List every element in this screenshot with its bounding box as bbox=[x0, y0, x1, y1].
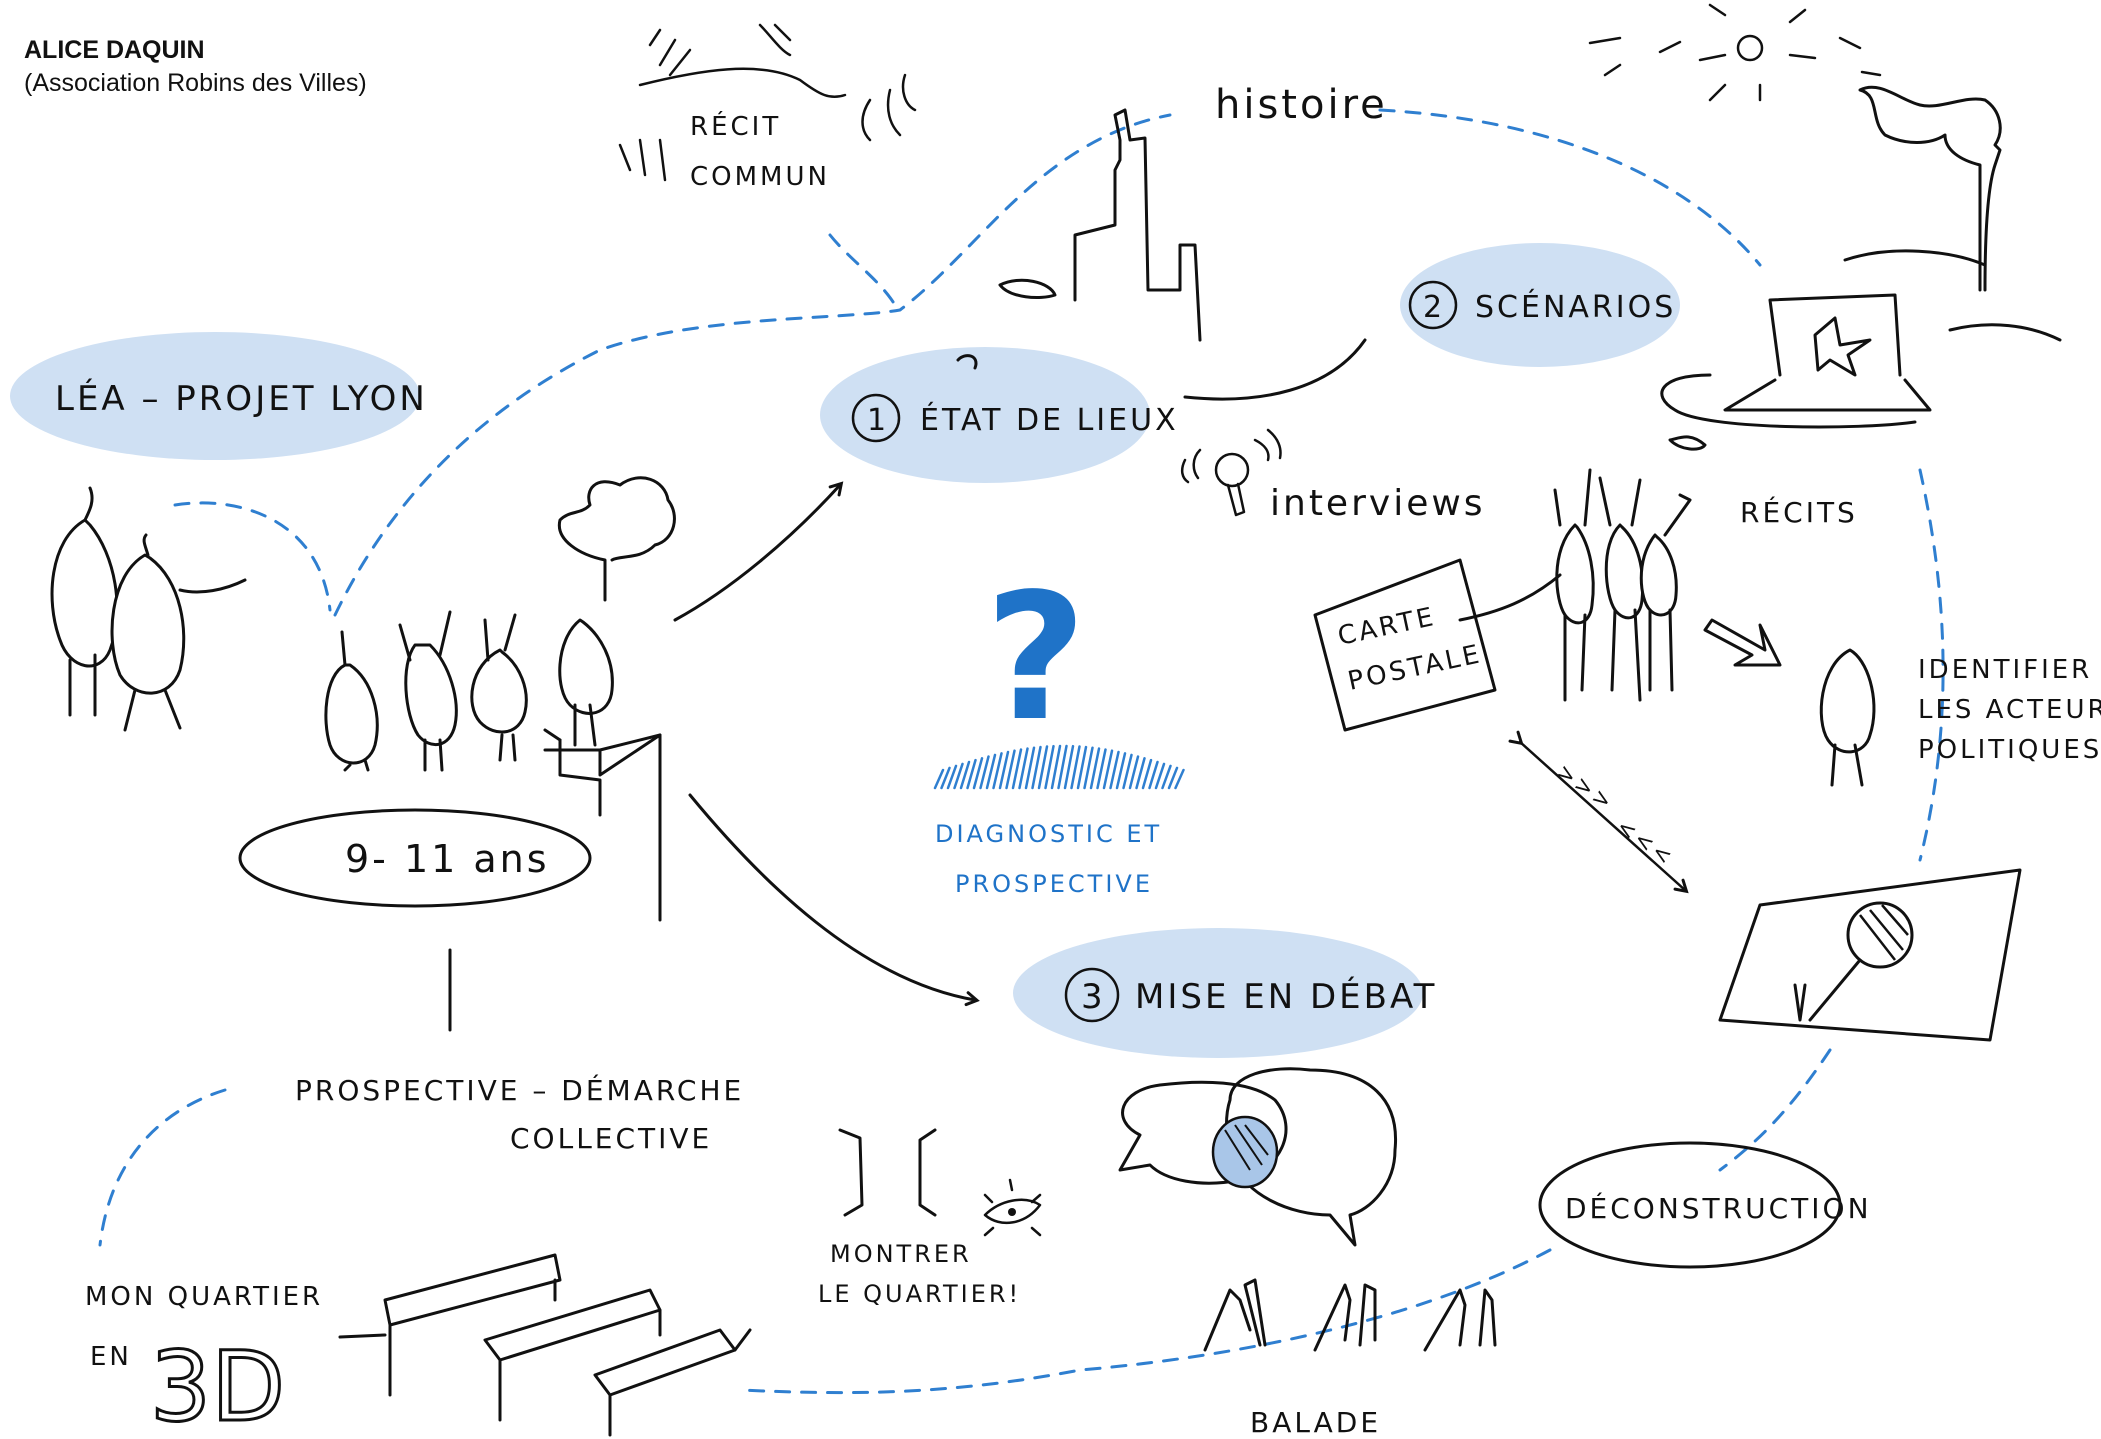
parents-figures-icon bbox=[50, 486, 247, 732]
deconstruction-label: DÉCONSTRUCTION bbox=[1565, 1191, 1872, 1225]
deconstruction-bubble bbox=[1538, 1141, 1842, 1269]
quartier-3d-big: 3D bbox=[150, 1331, 285, 1439]
recit-commun-line-1: RÉCIT bbox=[690, 110, 781, 142]
eye-icon bbox=[983, 1178, 1042, 1237]
recit-commun-line-2: COMMUN bbox=[690, 162, 830, 192]
approach-line-2: COLLECTIVE bbox=[510, 1122, 712, 1155]
center-block: ? DIAGNOSTIC ET PROSPECTIVE bbox=[933, 557, 1185, 898]
phase-1-label: ÉTAT DE LIEUX bbox=[920, 402, 1179, 438]
phase-3-bubble bbox=[1013, 928, 1423, 1058]
center-line-2: PROSPECTIVE bbox=[955, 870, 1153, 898]
balade-label: BALADE bbox=[1250, 1406, 1381, 1439]
hatched-ground-icon bbox=[933, 744, 1185, 790]
phase-1: 1 ÉTAT DE LIEUX bbox=[851, 393, 1179, 443]
phase-1-bubble bbox=[820, 347, 1150, 483]
phase-1-number: 1 bbox=[867, 403, 889, 438]
sun-icon bbox=[1588, 3, 1882, 102]
center-line-1: DIAGNOSTIC ET bbox=[935, 820, 1162, 848]
arrow-to-identifier-icon bbox=[1703, 618, 1782, 667]
carte-postale-line-1: CARTE bbox=[1335, 602, 1439, 652]
chevrons-forward: >>> bbox=[1552, 759, 1619, 816]
phase-2-number: 2 bbox=[1423, 290, 1445, 325]
tree-icon bbox=[543, 476, 676, 922]
person-icon bbox=[1819, 648, 1876, 787]
identifier-line-2: LES ACTEURS bbox=[1918, 695, 2101, 725]
project-bubble bbox=[10, 332, 420, 460]
sound-waves-icon bbox=[618, 23, 917, 182]
group-figures-icon bbox=[1458, 468, 1692, 702]
speech-bubbles-icon bbox=[1118, 1067, 1398, 1247]
chevrons-back: <<< bbox=[1612, 814, 1679, 871]
phase-3-label: MISE EN DÉBAT bbox=[1135, 976, 1437, 1017]
phase-3: 3 MISE EN DÉBAT bbox=[1064, 967, 1437, 1023]
double-arrow bbox=[1508, 730, 1689, 894]
montrer-line-2: LE QUARTIER! bbox=[818, 1280, 1021, 1308]
author-organization: (Association Robins des Villes) bbox=[24, 69, 367, 97]
3d-model-icon bbox=[338, 1253, 752, 1437]
laptop-icon bbox=[1660, 293, 1932, 451]
author-name: ALICE DAQUIN bbox=[24, 36, 205, 64]
age-bubble bbox=[238, 808, 592, 908]
identifier-line-3: POLITIQUES bbox=[1918, 735, 2101, 765]
map-photo-icon bbox=[1718, 868, 2022, 1042]
phase-2-bubble bbox=[1400, 243, 1680, 367]
arrow-to-phase-1 bbox=[673, 481, 844, 622]
recits-label: RÉCITS bbox=[1740, 495, 1858, 529]
phase-3-number-circle bbox=[1064, 967, 1120, 1023]
binoculars-icon bbox=[838, 1128, 937, 1217]
carte-postale-line-2: POSTALE bbox=[1345, 639, 1484, 697]
interviews-label: interviews bbox=[1270, 483, 1486, 524]
phase-2-label: SCÉNARIOS bbox=[1475, 289, 1676, 325]
quartier-line-2: EN bbox=[90, 1342, 132, 1372]
arrow-to-phase-3 bbox=[688, 793, 980, 1007]
phase-2: 2 SCÉNARIOS bbox=[1408, 280, 1676, 330]
histoire-label: histoire bbox=[1215, 82, 1388, 128]
phase-3-number: 3 bbox=[1081, 977, 1106, 1017]
project-label: LÉA – PROJET LYON bbox=[55, 378, 428, 419]
city-skyline-icon bbox=[956, 108, 1367, 401]
approach-line-1: PROSPECTIVE – DÉMARCHE bbox=[295, 1073, 744, 1107]
question-mark-symbol: ? bbox=[985, 557, 1087, 760]
walking-figures-icon bbox=[1203, 1278, 1497, 1352]
montrer-line-1: MONTRER bbox=[830, 1240, 972, 1268]
age-label: 9- 11 ans bbox=[345, 837, 550, 881]
microphone-icon bbox=[1180, 428, 1282, 517]
children-figures-icon bbox=[324, 610, 614, 772]
identifier-line-1: IDENTIFIER bbox=[1918, 655, 2092, 685]
author-credit: ALICE DAQUIN (Association Robins des Vil… bbox=[24, 34, 367, 100]
dashed-connectors bbox=[98, 108, 1945, 1395]
quartier-line-1: MON QUARTIER bbox=[85, 1282, 323, 1312]
big-tree-icon bbox=[1843, 85, 2062, 342]
postcard-icon bbox=[1313, 558, 1497, 732]
phase-1-number-circle bbox=[851, 393, 901, 443]
phase-2-number-circle bbox=[1408, 280, 1458, 330]
